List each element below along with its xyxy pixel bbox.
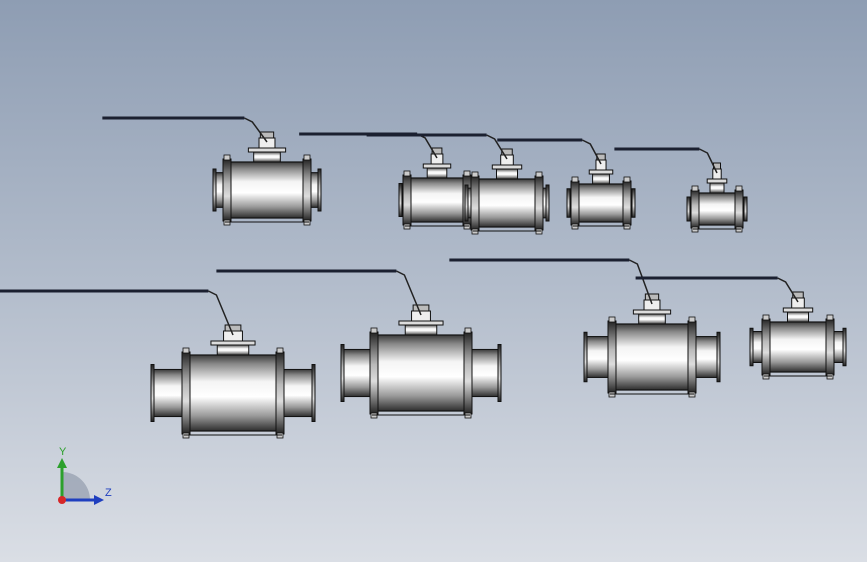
ball-valve-icon[interactable] <box>0 289 316 439</box>
z-axis-label: Z <box>105 487 112 499</box>
ball-valve-icon[interactable] <box>497 138 636 230</box>
y-axis-arrow-icon <box>57 458 67 468</box>
z-axis-arrow-icon <box>94 495 104 505</box>
ball-valve-icon[interactable] <box>635 276 847 380</box>
triad-axes-icon: Y Z <box>57 446 112 505</box>
ball-valve-icon[interactable] <box>216 269 502 419</box>
ball-valve-icon[interactable] <box>102 116 322 226</box>
y-axis-label: Y <box>59 446 67 458</box>
coordinate-triad: Y Z <box>40 438 120 518</box>
ball-valve-icon[interactable] <box>614 147 748 233</box>
triad-plane-icon <box>62 472 90 500</box>
x-axis-dot-icon <box>58 496 66 504</box>
ball-valve-icon[interactable] <box>299 132 476 230</box>
ball-valve-icon[interactable] <box>366 133 550 235</box>
ball-valve-icon[interactable] <box>449 258 721 398</box>
